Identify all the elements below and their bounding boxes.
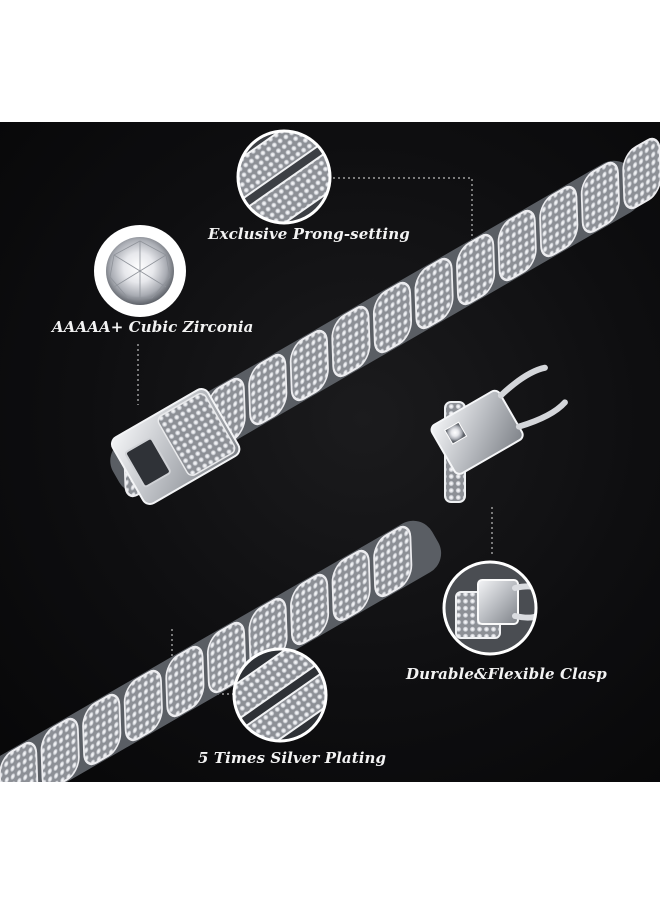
clasp-label: Durable&Flexible Clasp [406, 665, 607, 683]
silver-plating-label: 5 Times Silver Plating [198, 749, 387, 767]
upper-chain-strand [110, 137, 660, 505]
clasp-detail-icon [442, 560, 538, 656]
cubic-zirconia-gem-icon [94, 225, 186, 317]
prong-setting-label: Exclusive Prong-setting [208, 225, 410, 243]
cubic-zirconia-label: AAAAA+ Cubic Zirconia [52, 318, 254, 336]
prong-setting-detail-icon [236, 129, 332, 225]
silver-plating-detail-icon [232, 647, 328, 743]
lower-chain-strand [0, 364, 568, 782]
product-photo: Exclusive Prong-setting AAAAA+ Cubic Zir… [0, 122, 660, 782]
